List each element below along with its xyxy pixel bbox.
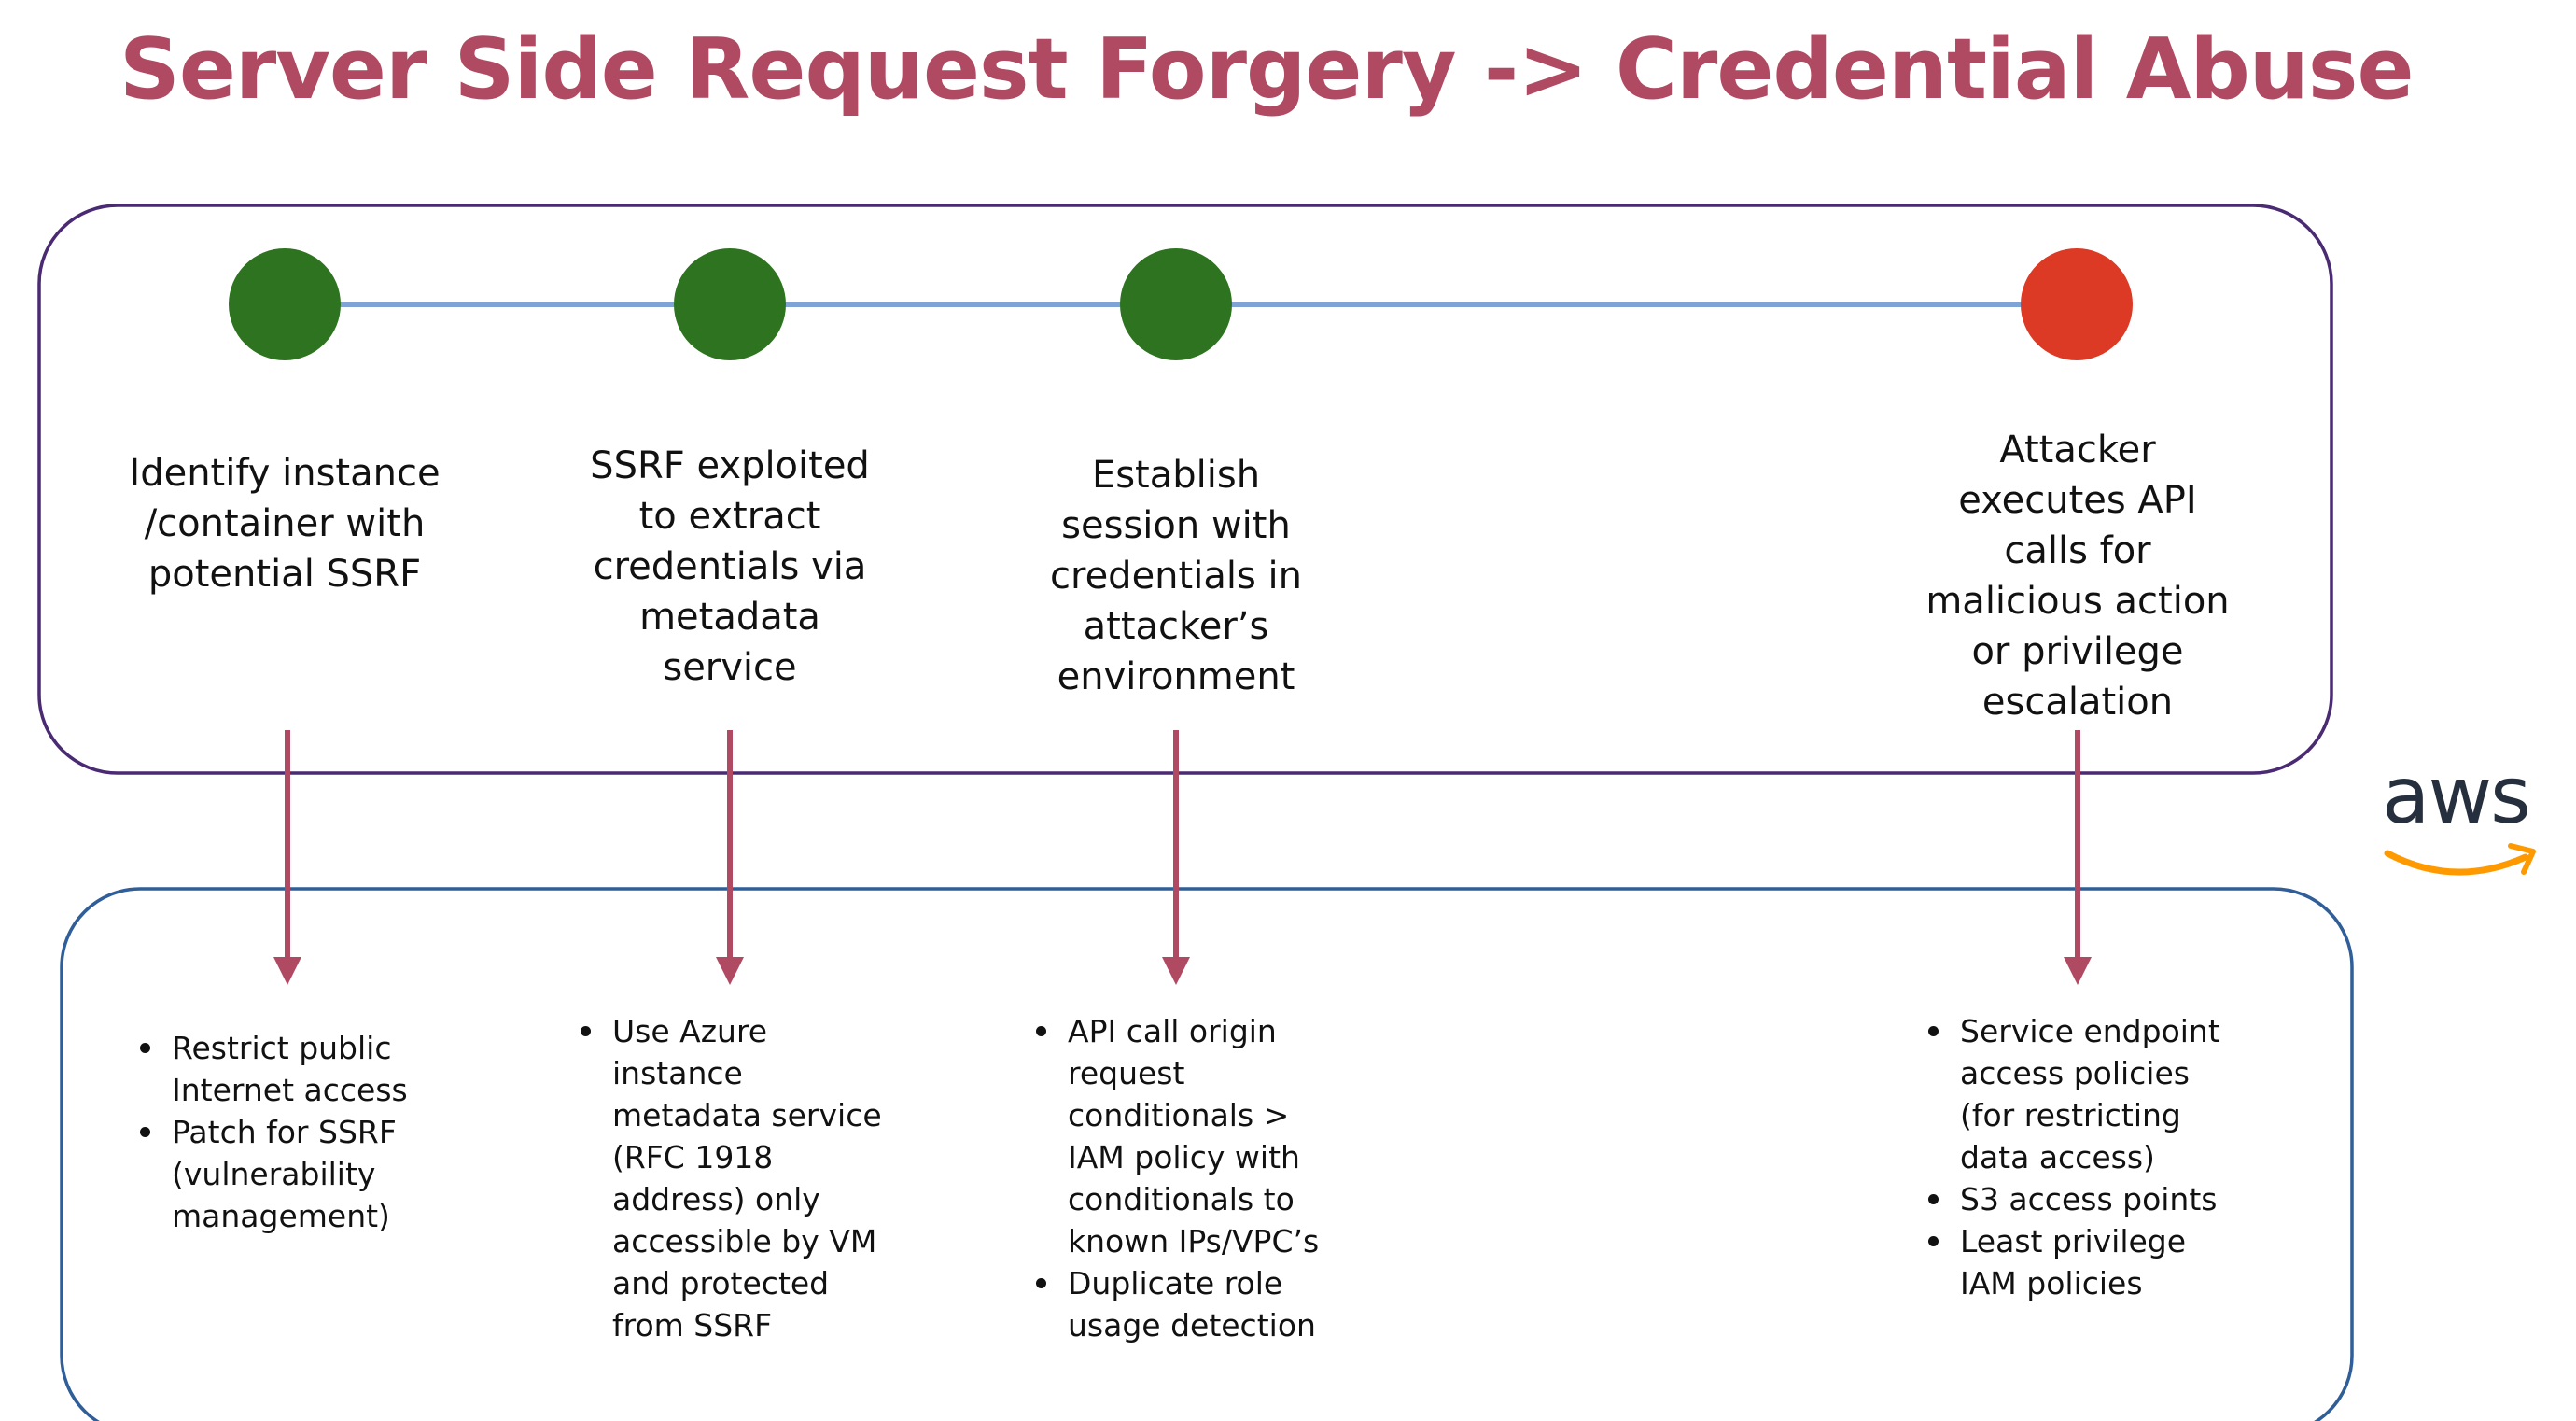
mitigation-item: Service endpoint access policies (for re… [1926,1010,2220,1178]
step-4-label-line: executes API [1958,479,2197,522]
mitigation-line: from SSRF [612,1307,773,1344]
step-4-label-line: or privilege [1971,630,2184,673]
step-2-label-line: service [663,646,797,689]
mitigation-item: Least privilege IAM policies [1926,1220,2220,1304]
step-2-circle [674,248,786,360]
mitigation-line: and protected [612,1265,830,1301]
step-4-label-line: escalation [1981,681,2174,724]
step-4-label: Attacker executes API calls for maliciou… [1891,425,2264,727]
aws-logo-text: aws [2382,750,2531,841]
step-4-label-line: Attacker [1999,429,2156,471]
aws-smile-icon [2384,850,2529,876]
mitigation-line: (vulnerability [172,1156,376,1192]
step-1-mitigations: Restrict public Internet access Patch fo… [138,1027,408,1237]
step-4-mitigations: Service endpoint access policies (for re… [1926,1010,2220,1304]
step-1-label-line: potential SSRF [147,553,422,596]
step-1-label-line: Identify instance [129,452,441,495]
aws-smile-arrow-icon [2508,843,2536,875]
mitigation-line: S3 access points [1960,1181,2218,1217]
mitigation-line: Patch for SSRF [172,1114,397,1150]
step-1-circle [229,248,341,360]
step-4-circle [2021,248,2133,360]
step-1-label-line: /container with [144,502,426,545]
mitigation-line: accessible by VM [612,1223,877,1259]
step-3-label: Establish session with credentials in at… [989,450,1363,702]
step-4-label-line: malicious action [1925,580,2230,623]
mitigation-item: Restrict public Internet access [138,1027,408,1111]
mitigation-line: conditionals > [1068,1097,1290,1133]
step-2-label-line: metadata [639,596,820,639]
mitigation-line: instance [612,1055,743,1091]
step-2-label-line: to extract [638,495,821,538]
mitigation-line: Duplicate role [1068,1265,1283,1301]
mitigation-line: Least privilege [1960,1223,2187,1259]
mitigation-line: management) [172,1198,390,1234]
mitigation-item: Use Azure instance metadata service (RFC… [579,1010,882,1346]
step-3-circle [1120,248,1232,360]
mitigation-line: IAM policy with [1068,1139,1300,1175]
step-2-label-line: SSRF exploited [590,444,870,487]
mitigation-item: S3 access points [1926,1178,2220,1220]
mitigation-item: API call origin request conditionals > I… [1034,1010,1319,1262]
mitigation-line: IAM policies [1960,1265,2143,1301]
mitigation-line: access policies [1960,1055,2190,1091]
mitigation-item: Duplicate role usage detection [1034,1262,1319,1346]
mitigation-line: (for restricting [1960,1097,2181,1133]
mitigation-line: metadata service [612,1097,882,1133]
attack-steps-box [37,204,2333,775]
mitigation-line: Restrict public [172,1030,392,1066]
mitigation-line: usage detection [1068,1307,1316,1344]
slide-title: Server Side Request Forgery -> Credentia… [119,21,2414,119]
step-3-label-line: attacker’s [1083,605,1269,648]
step-3-mitigations: API call origin request conditionals > I… [1034,1010,1319,1346]
mitigation-line: Service endpoint [1960,1013,2220,1049]
step-3-label-line: environment [1057,655,1295,698]
mitigation-line: (RFC 1918 [612,1139,774,1175]
mitigation-line: data access) [1960,1139,2155,1175]
mitigation-line: conditionals to [1068,1181,1295,1217]
mitigation-line: API call origin [1068,1013,1277,1049]
step-2-mitigations: Use Azure instance metadata service (RFC… [579,1010,882,1346]
step-3-label-line: Establish [1091,454,1261,497]
mitigation-line: known IPs/VPC’s [1068,1223,1320,1259]
step-4-label-line: calls for [2004,529,2151,572]
mitigation-line: request [1068,1055,1185,1091]
mitigation-item: Patch for SSRF (vulnerability management… [138,1111,408,1237]
mitigation-line: Internet access [172,1072,408,1108]
mitigation-line: address) only [612,1181,820,1217]
mitigations-box [60,887,2354,1421]
mitigation-line: Use Azure [612,1013,768,1049]
step-2-label: SSRF exploited to extract credentials vi… [543,441,917,693]
step-3-label-line: session with [1061,504,1291,547]
step-1-label: Identify instance /container with potent… [98,448,471,599]
step-2-label-line: credentials via [593,545,867,588]
step-3-label-line: credentials in [1050,555,1302,598]
